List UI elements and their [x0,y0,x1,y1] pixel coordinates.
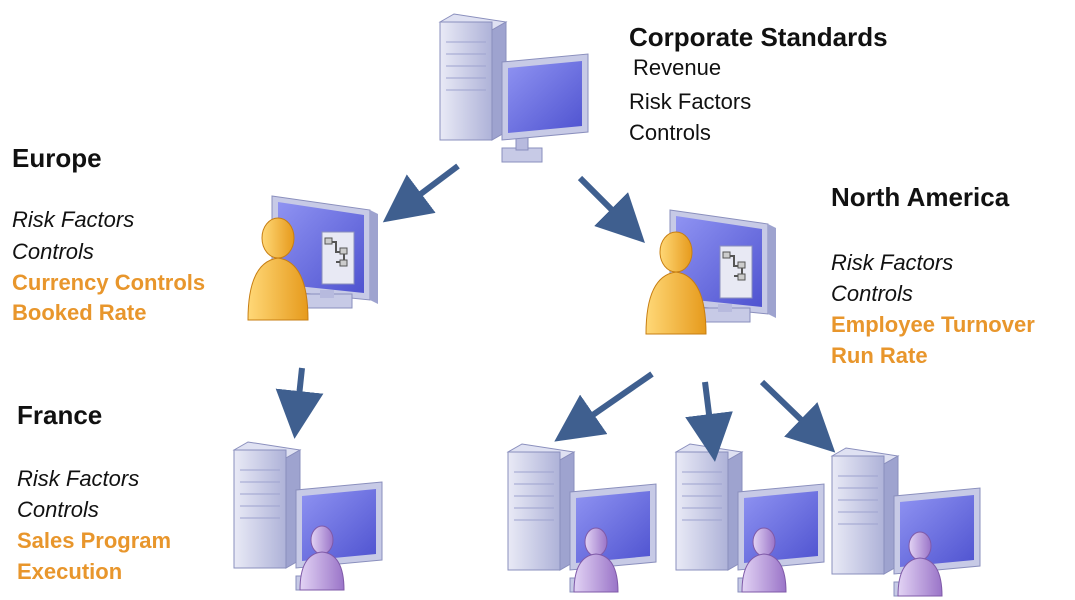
arrow-na-to-child-1 [554,371,654,442]
north-america-item-controls: Controls [831,281,913,306]
north-america-user-workstation-icon [645,209,777,335]
arrow-na-to-child-2 [685,381,733,462]
corporate-server-icon [439,13,589,163]
france-item-risk-factors: Risk Factors [17,466,140,491]
corporate-item-controls: Controls [629,120,711,145]
arrow-corporate-to-north-america [577,175,645,243]
europe-highlight-booked-rate: Booked Rate [12,300,147,325]
europe-item-controls: Controls [12,239,94,264]
france-highlight-sales-program: Sales Program [17,528,172,553]
corporate-title: Corporate Standards [629,22,888,52]
na-child-server-icon-3 [832,448,980,596]
europe-user-workstation-icon [247,195,379,321]
na-child-server-icon-1 [508,444,656,592]
north-america-title: North America [831,182,1010,212]
corporate-item-revenue: Revenue [633,55,722,80]
corporate-item-risk-factors: Risk Factors [629,89,752,114]
europe-title: Europe [12,143,102,173]
france-highlight-execution: Execution [17,559,123,584]
france-item-controls: Controls [17,497,99,522]
arrow-corporate-to-europe [382,163,460,223]
france-title: France [17,400,103,430]
arrow-europe-to-france [275,367,324,439]
europe-item-risk-factors: Risk Factors [12,207,135,232]
arrow-na-to-child-3 [759,379,836,453]
france-server-icon [234,442,382,590]
north-america-item-risk-factors: Risk Factors [831,250,954,275]
na-child-server-icon-2 [676,444,824,592]
north-america-highlight-run-rate: Run Rate [831,343,928,368]
europe-highlight-currency-controls: Currency Controls [12,270,206,295]
north-america-highlight-employee-turnover: Employee Turnover [831,312,1035,337]
